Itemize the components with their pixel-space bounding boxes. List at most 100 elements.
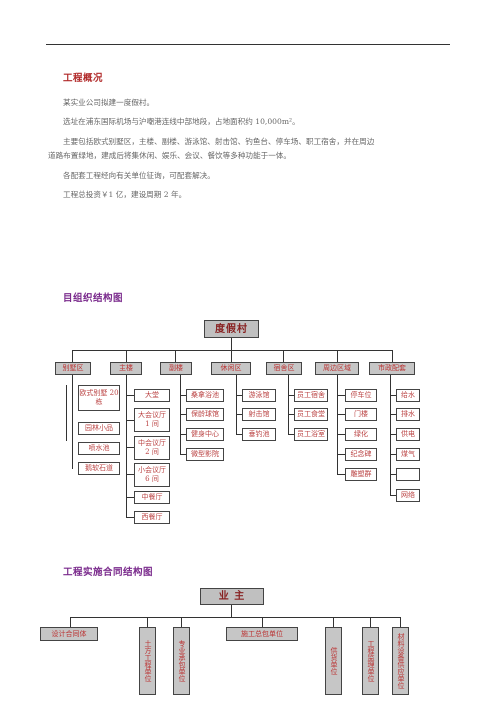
connector xyxy=(337,395,345,396)
col-header-leisure: 休闲区 xyxy=(211,362,251,375)
contract-root-box: 业 主 xyxy=(200,588,264,605)
col-header-dormitory: 宿舍区 xyxy=(266,362,302,375)
main-item-3: 中会议厅 2 间 xyxy=(134,436,170,460)
col-header-utilities: 市政配套 xyxy=(369,362,415,375)
section1-title: 工程概况 xyxy=(63,73,104,84)
connector xyxy=(180,434,186,435)
annex-item-1: 桑拿浴池 xyxy=(186,389,224,402)
connector xyxy=(236,375,237,435)
leisure-item-1: 游泳馆 xyxy=(242,389,276,402)
annex-item-2: 保龄球馆 xyxy=(186,408,224,421)
contract-materials: 材料设备供应单位 xyxy=(392,627,409,695)
connector xyxy=(390,414,396,415)
contract-general: 施工总包单位 xyxy=(226,627,298,641)
col-header-main-building: 主楼 xyxy=(110,362,142,375)
top-rule xyxy=(46,44,450,45)
villa-item-2: 园林小品 xyxy=(78,422,120,435)
surround-item-4: 纪念碑 xyxy=(345,448,377,461)
connector xyxy=(72,375,73,469)
connector xyxy=(231,338,232,350)
connector xyxy=(333,617,334,627)
connector xyxy=(337,350,338,362)
connector xyxy=(337,375,338,475)
connector xyxy=(175,350,176,362)
utility-item-3: 供电 xyxy=(396,428,420,441)
dorm-item-3: 员工浴室 xyxy=(294,428,328,441)
connector xyxy=(70,617,71,627)
contract-supervision: 工程监理单位 xyxy=(362,627,379,695)
dorm-item-1: 员工宿舍 xyxy=(294,389,328,402)
utility-item-5 xyxy=(396,468,420,481)
villa-item-3: 喷水池 xyxy=(78,442,120,455)
section3-title: 工程实施合同结构图 xyxy=(63,567,154,578)
connector xyxy=(337,434,345,435)
annex-item-4: 微型影院 xyxy=(186,448,224,461)
connector xyxy=(390,395,396,396)
villa-item-1: 欧式别墅 20 栋 xyxy=(78,385,120,411)
connector xyxy=(126,420,134,421)
connector xyxy=(231,605,232,617)
utility-item-4: 煤气 xyxy=(396,448,420,461)
utility-item-2: 排水 xyxy=(396,408,420,421)
paragraph-3a: 主要包括欧式别墅区，主楼、副楼、游泳馆、射击馆、钓鱼台、停车场、职工宿舍，并在周… xyxy=(63,137,375,146)
connector xyxy=(126,517,134,518)
connector xyxy=(236,395,242,396)
connector xyxy=(236,434,242,435)
surround-item-3: 绿化 xyxy=(345,428,377,441)
connector xyxy=(390,375,391,496)
connector xyxy=(126,474,134,475)
connector xyxy=(72,350,73,362)
contract-earthwork: 土方工程单位 xyxy=(139,627,156,695)
connector xyxy=(370,617,371,627)
connector xyxy=(390,495,396,496)
surround-item-5: 雕塑群 xyxy=(345,468,377,481)
connector xyxy=(390,474,396,475)
connector xyxy=(392,350,393,362)
connector xyxy=(72,350,392,351)
main-item-5: 中餐厅 xyxy=(134,491,170,504)
connector xyxy=(283,350,284,362)
connector xyxy=(231,350,232,362)
connector xyxy=(180,454,186,455)
paragraph-3b: 道路布置绿地，建成后将集休闲、娱乐、会议、餐饮等多种功能于一体。 xyxy=(48,151,291,160)
contract-supplier: 供货单位 xyxy=(325,627,342,695)
villa-item-4: 鹅软石道 xyxy=(78,462,120,475)
dorm-item-2: 员工食堂 xyxy=(294,408,328,421)
connector xyxy=(126,350,127,362)
connector xyxy=(288,434,294,435)
section2-title: 目组织结构图 xyxy=(63,293,124,304)
connector xyxy=(262,617,263,627)
main-item-1: 大堂 xyxy=(134,389,170,402)
main-item-6: 西餐厅 xyxy=(134,511,170,524)
leisure-item-2: 射击馆 xyxy=(242,408,276,421)
annex-item-3: 健身中心 xyxy=(186,428,224,441)
connector xyxy=(66,385,67,441)
col-header-surroundings: 周边区域 xyxy=(315,362,359,375)
paragraph-2: 选址在浦东国际机场与沪嘲港连线中部地段，占地面积约 10,000m²。 xyxy=(63,117,300,126)
connector xyxy=(337,414,345,415)
connector xyxy=(180,395,186,396)
connector xyxy=(288,375,289,435)
main-item-4: 小会议厅 6 间 xyxy=(134,463,170,487)
connector xyxy=(181,617,182,627)
contract-specialty: 专业承包单位 xyxy=(173,627,190,695)
connector xyxy=(236,414,242,415)
connector xyxy=(390,434,396,435)
connector xyxy=(126,447,134,448)
surround-item-1: 停车位 xyxy=(345,389,377,402)
connector xyxy=(180,414,186,415)
connector xyxy=(70,617,400,618)
connector xyxy=(126,497,134,498)
connector xyxy=(337,474,345,475)
contract-design: 设计合同体 xyxy=(40,627,98,641)
connector xyxy=(126,395,134,396)
main-item-2: 大会议厅 1 间 xyxy=(134,408,170,432)
connector xyxy=(288,414,294,415)
paragraph-1: 某实业公司拟建一度假村。 xyxy=(63,98,155,107)
col-header-villa: 别墅区 xyxy=(55,362,91,375)
paragraph-4: 各配套工程经向有关单位征询，可配套解决。 xyxy=(63,171,215,180)
connector xyxy=(337,454,345,455)
utility-item-6: 网络 xyxy=(396,489,420,502)
connector xyxy=(126,375,127,518)
org-root-box: 度假村 xyxy=(204,320,259,338)
